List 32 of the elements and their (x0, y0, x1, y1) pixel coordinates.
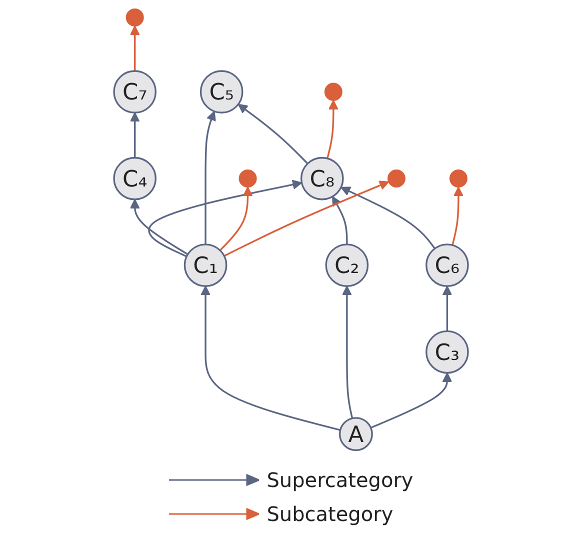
node-circle (126, 8, 144, 26)
node-circle: C₃ (425, 330, 469, 374)
arrow (224, 180, 390, 257)
arrow (340, 186, 436, 250)
node-circle (238, 170, 257, 188)
arrow (130, 25, 140, 71)
arrow (332, 196, 348, 244)
node-circle: C₈ (300, 156, 344, 200)
arrow (130, 198, 188, 256)
arrow (326, 100, 338, 159)
arrow (219, 186, 253, 251)
arrow (452, 186, 464, 246)
node-circle: C₆ (425, 244, 469, 287)
arrow (130, 112, 140, 158)
legend-label: Supercategory (266, 468, 414, 492)
node-circle: C₁ (184, 244, 228, 287)
node-circle: C₅ (200, 70, 244, 114)
legend-label: Subcategory (266, 502, 394, 526)
node-circle: C₄ (113, 156, 156, 200)
arrow (148, 180, 302, 258)
node-circle: C₂ (325, 244, 369, 287)
arrow (204, 110, 216, 244)
arrow (370, 372, 452, 429)
arrow (200, 286, 340, 431)
arrow (342, 286, 354, 419)
node-circle (449, 170, 468, 188)
arrow (238, 104, 308, 164)
node-circle (387, 170, 406, 188)
node-circle: C₇ (113, 70, 156, 114)
node-circle (324, 82, 342, 101)
arrow (442, 286, 452, 332)
node-circle: A (338, 417, 373, 452)
